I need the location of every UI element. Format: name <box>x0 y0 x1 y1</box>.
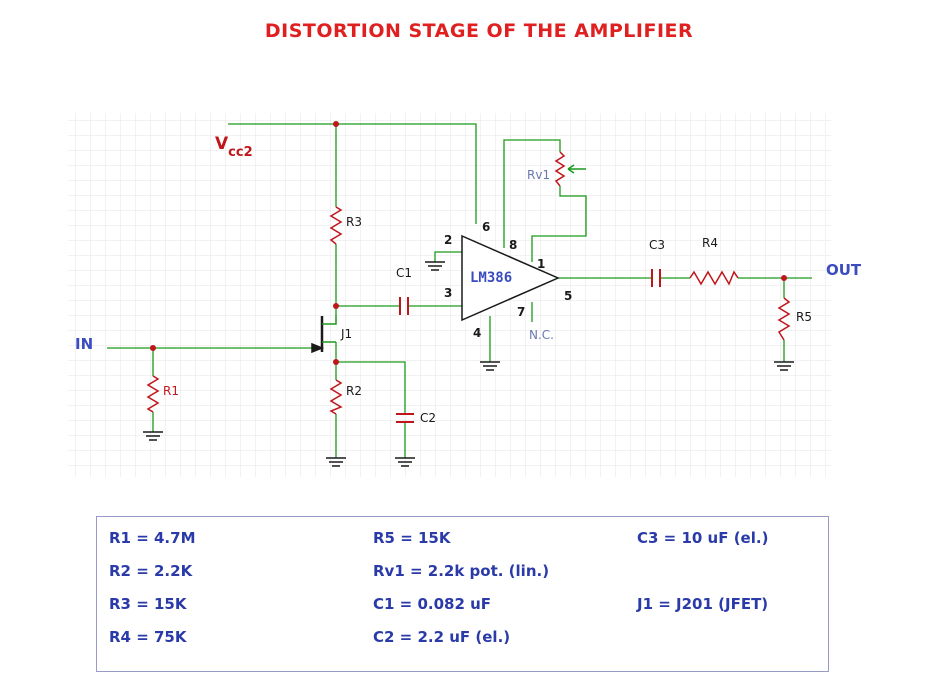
ground-icon-pin4 <box>480 361 500 371</box>
parts-list-item: C2 = 2.2 uF (el.) <box>373 628 511 646</box>
supply-label-sub: cc2 <box>228 145 252 160</box>
pin-label-2: 2 <box>444 233 452 247</box>
parts-list-item: R2 = 2.2K <box>109 562 193 580</box>
ground-icon-r2 <box>326 457 346 467</box>
ground-icon-c2 <box>395 457 415 467</box>
ground-icon-r1 <box>143 431 163 441</box>
parts-list-item: R1 = 4.7M <box>109 529 196 547</box>
parts-list-item: R3 = 15K <box>109 595 187 613</box>
ground-icon-pin2 <box>425 261 445 271</box>
node-vcc <box>333 121 339 127</box>
pin-label-7: 7 <box>517 305 525 319</box>
potentiometer-wiper-icon <box>567 164 586 174</box>
resistor-r5-symbol <box>777 297 791 341</box>
supply-label-main: V <box>215 134 229 154</box>
pin-label-4: 4 <box>473 326 481 340</box>
wires <box>107 123 812 458</box>
jfet-j1-symbol <box>311 315 337 354</box>
parts-list-item: R4 = 75K <box>109 628 187 646</box>
label-c3: C3 <box>649 238 665 252</box>
label-rv1: Rv1 <box>527 168 550 182</box>
resistor-r3-symbol <box>329 206 343 245</box>
label-r3: R3 <box>346 215 362 229</box>
input-label: IN <box>75 335 93 353</box>
capacitor-c2-symbol <box>396 413 414 423</box>
ic-name-label: LM386 <box>470 270 512 286</box>
parts-list-item: Rv1 = 2.2k pot. (lin.) <box>373 562 550 580</box>
supply-label: Vcc2 <box>215 134 253 160</box>
node-drain <box>333 303 339 309</box>
label-r2: R2 <box>346 384 362 398</box>
potentiometer-rv1-symbol <box>554 151 566 187</box>
node-source <box>333 359 339 365</box>
pin-label-5: 5 <box>564 289 572 303</box>
resistor-r2-symbol <box>329 379 343 415</box>
pin-label-6: 6 <box>482 220 490 234</box>
parts-list-item: R5 = 15K <box>373 529 451 547</box>
label-j1: J1 <box>340 327 352 341</box>
parts-list-item: C3 = 10 uF (el.) <box>637 529 769 547</box>
page-title: DISTORTION STAGE OF THE AMPLIFIER <box>264 20 694 42</box>
capacitor-c3-symbol <box>651 269 661 287</box>
schematic-diagram: IN OUT Vcc2 R1 R2 R3 R4 R5 Rv1 C1 C2 C3 … <box>68 113 862 477</box>
output-label: OUT <box>826 261 862 279</box>
label-r5: R5 <box>796 310 812 324</box>
schematic-grid <box>68 113 831 477</box>
parts-list-item: C1 = 0.082 uF <box>373 595 492 613</box>
parts-list-item: J1 = J201 (JFET) <box>637 595 769 613</box>
resistor-r1-symbol <box>146 375 160 413</box>
pin-label-8: 8 <box>509 238 517 252</box>
node-output <box>781 275 787 281</box>
label-c1: C1 <box>396 266 412 280</box>
capacitor-c1-symbol <box>399 297 409 315</box>
resistor-r4-symbol <box>689 270 739 286</box>
nc-label: N.C. <box>529 328 554 342</box>
label-r1: R1 <box>163 384 179 398</box>
node-input <box>150 345 156 351</box>
pin-label-1: 1 <box>537 257 545 271</box>
parts-list: R1 = 4.7M R5 = 15K C3 = 10 uF (el.) R2 =… <box>96 516 829 672</box>
ground-icon-r5 <box>774 361 794 371</box>
opamp-lm386-symbol <box>461 234 560 322</box>
label-c2: C2 <box>420 411 436 425</box>
pin-label-3: 3 <box>444 286 452 300</box>
label-r4: R4 <box>702 236 718 250</box>
